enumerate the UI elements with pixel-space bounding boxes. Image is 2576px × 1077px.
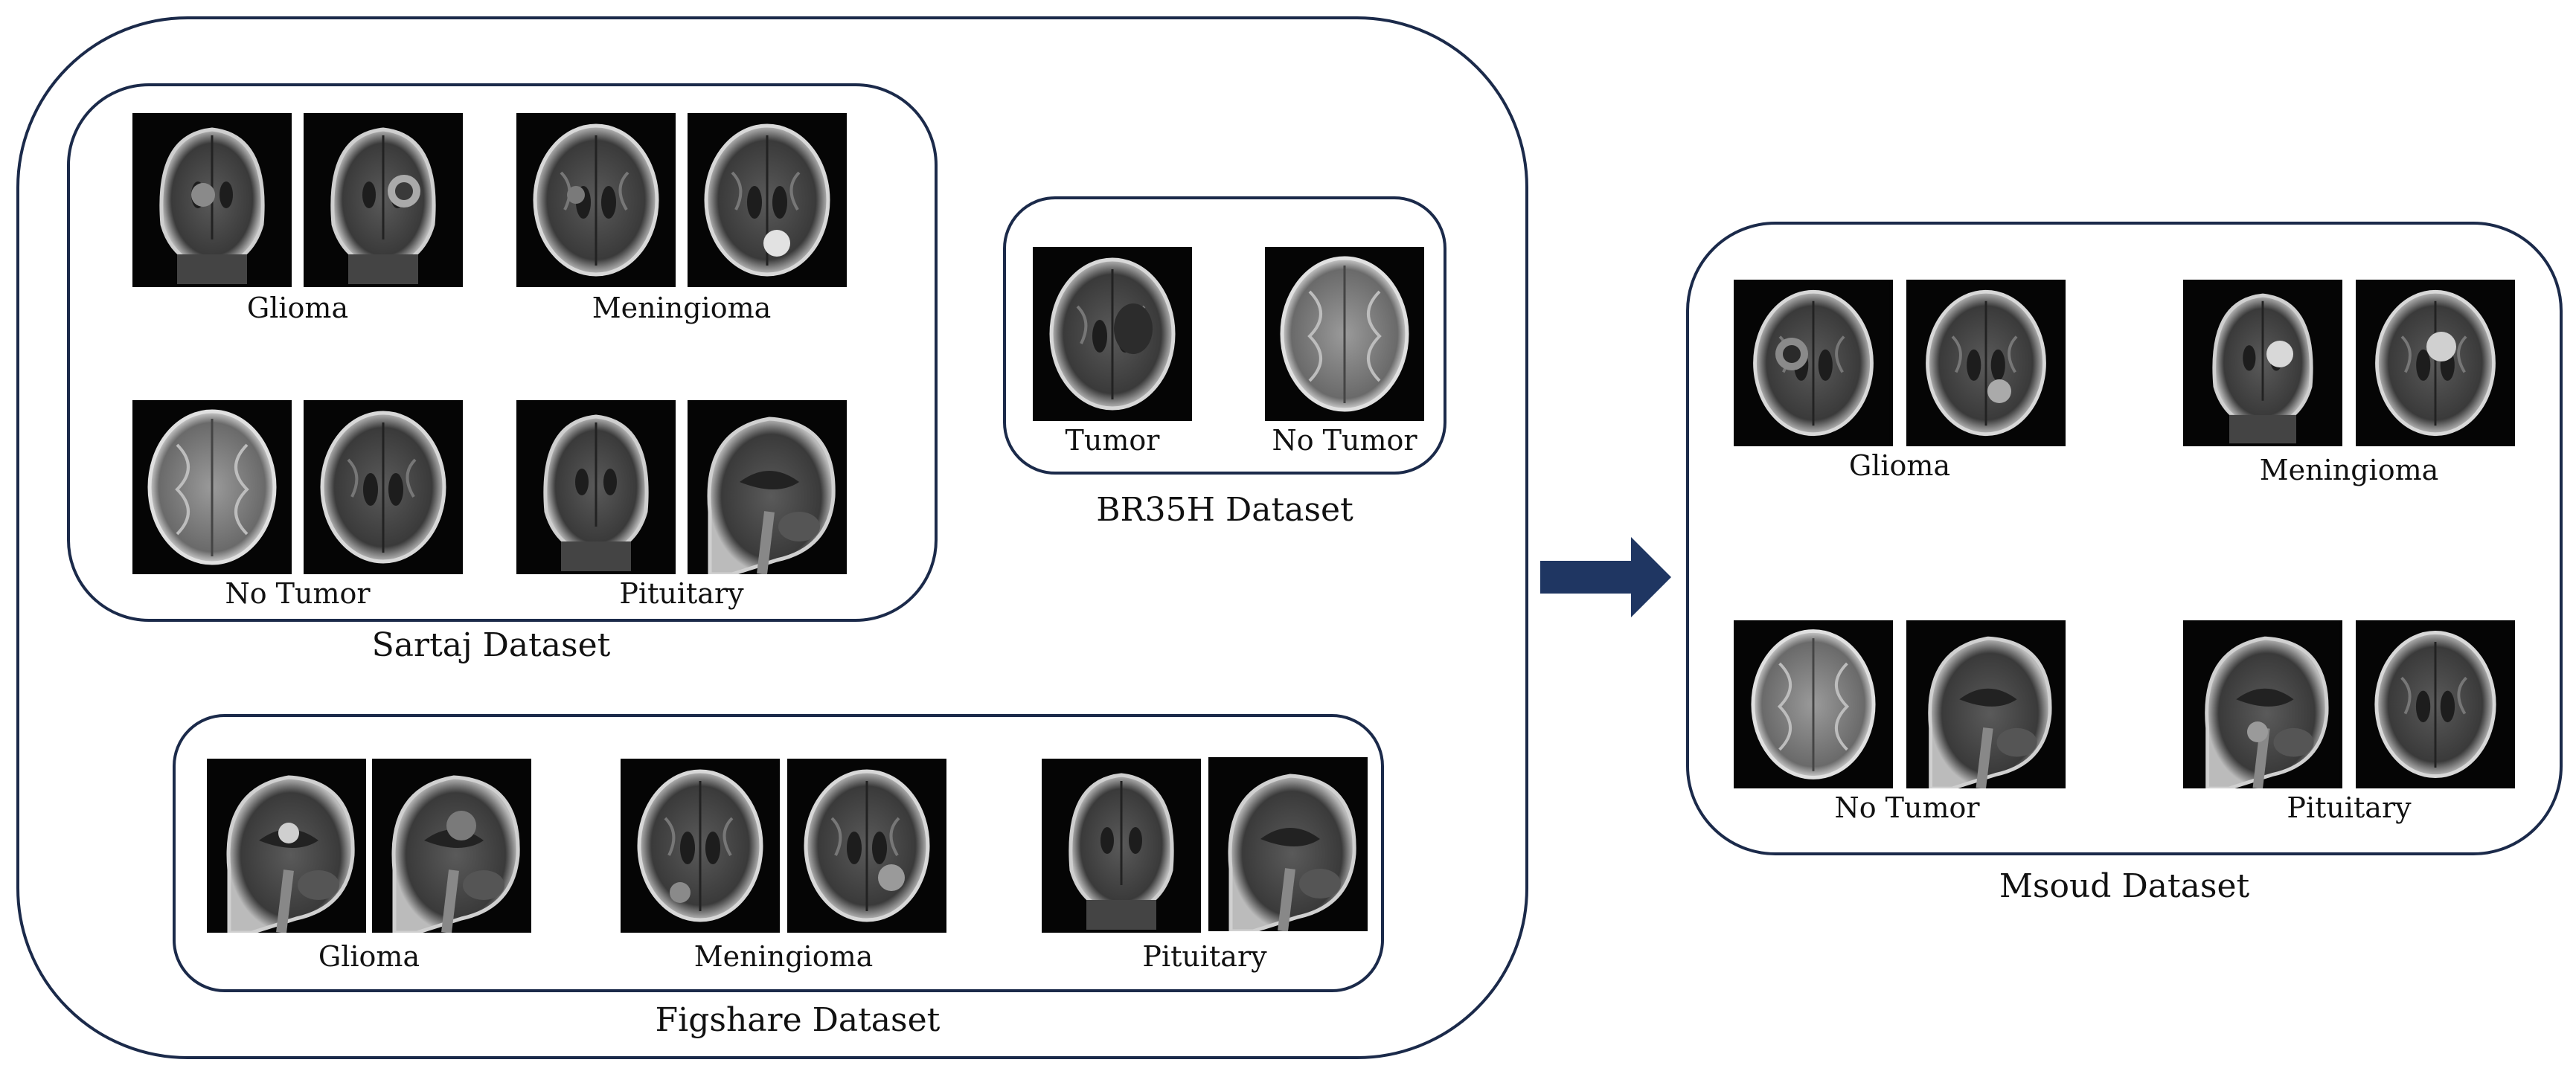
sartaj-notumor-image-1 — [132, 400, 292, 574]
msoud-pituitary-image-1 — [2183, 620, 2342, 788]
sartaj-meningioma-image-2 — [688, 113, 847, 287]
figshare-pituitary-image-1 — [1042, 759, 1201, 933]
source-datasets-container — [16, 16, 1528, 1059]
msoud-meningioma-image-2 — [2356, 280, 2515, 446]
figshare-caption-glioma: Glioma — [318, 940, 420, 973]
msoud-pituitary-image-2 — [2356, 620, 2515, 788]
sartaj-caption-meningioma: Meningioma — [592, 292, 772, 324]
msoud-notumor-image-1 — [1734, 620, 1893, 788]
msoud-caption-meningioma: Meningioma — [2259, 454, 2439, 486]
sartaj-caption-no-tumor: No Tumor — [225, 577, 371, 610]
msoud-glioma-image-2 — [1906, 280, 2066, 446]
br35h-caption-tumor: Tumor — [1065, 424, 1160, 457]
sartaj-caption-pituitary: Pituitary — [619, 577, 744, 610]
sartaj-dataset-box — [67, 83, 938, 622]
sartaj-meningioma-image-1 — [516, 113, 676, 287]
figshare-meningioma-image-2 — [787, 759, 946, 933]
br35h-dataset-title: BR35H Dataset — [1096, 491, 1353, 529]
figshare-caption-meningioma: Meningioma — [693, 940, 874, 973]
br35h-notumor-image — [1265, 247, 1424, 421]
msoud-meningioma-image-1 — [2183, 280, 2342, 446]
br35h-dataset-box — [1003, 196, 1446, 475]
figshare-glioma-image-1 — [207, 759, 366, 933]
figshare-pituitary-image-2 — [1208, 757, 1368, 931]
figshare-glioma-image-2 — [372, 759, 531, 933]
sartaj-dataset-title: Sartaj Dataset — [371, 626, 611, 664]
msoud-caption-pituitary: Pituitary — [2287, 791, 2412, 824]
msoud-glioma-image-1 — [1734, 280, 1893, 446]
figshare-caption-pituitary: Pituitary — [1142, 940, 1267, 973]
msoud-dataset-box — [1686, 222, 2563, 855]
sartaj-glioma-image-1 — [132, 113, 292, 287]
figshare-dataset-box — [173, 714, 1384, 992]
br35h-caption-no-tumor: No Tumor — [1272, 424, 1417, 457]
br35h-tumor-image — [1033, 247, 1192, 421]
sartaj-notumor-image-2 — [304, 400, 463, 574]
sartaj-caption-glioma: Glioma — [246, 292, 349, 324]
msoud-notumor-image-2 — [1906, 620, 2066, 788]
right-arrow-icon — [1540, 537, 1671, 617]
sartaj-pituitary-image-2 — [688, 400, 847, 574]
figshare-dataset-title: Figshare Dataset — [655, 1001, 941, 1039]
sartaj-pituitary-image-1 — [516, 400, 676, 574]
msoud-dataset-title: Msoud Dataset — [1999, 867, 2250, 905]
sartaj-glioma-image-2 — [304, 113, 463, 287]
figshare-meningioma-image-1 — [621, 759, 780, 933]
msoud-caption-glioma: Glioma — [1848, 449, 1951, 482]
msoud-caption-no-tumor: No Tumor — [1834, 791, 1980, 824]
